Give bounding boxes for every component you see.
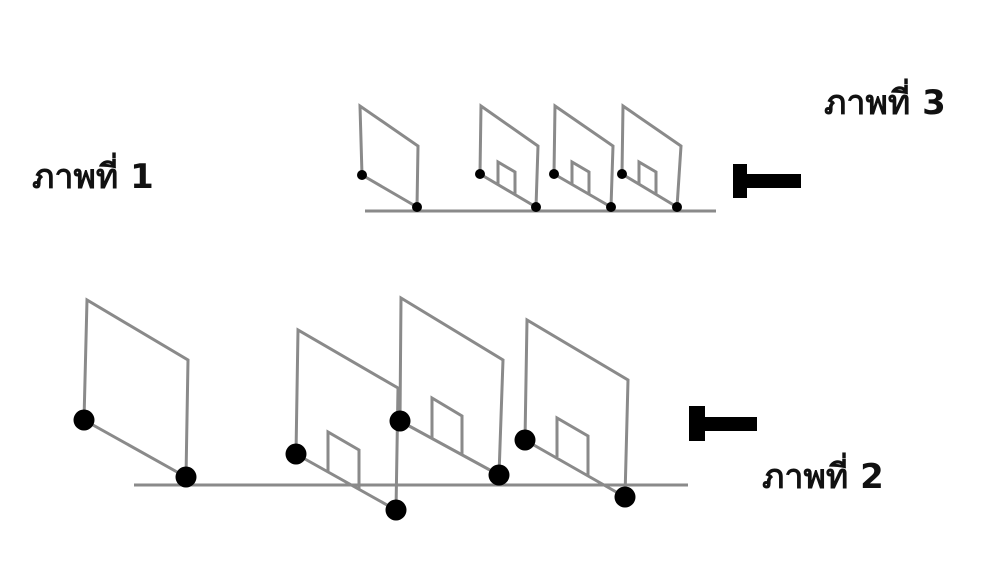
panel-bottom-dot bbox=[488, 464, 510, 486]
figure-2-t-marker-icon bbox=[689, 406, 757, 441]
panel-diagonal bbox=[621, 172, 678, 209]
panel-frame bbox=[82, 297, 190, 478]
panel-frame bbox=[294, 327, 400, 511]
panel-top-dot bbox=[389, 410, 411, 432]
panel-bottom-dot bbox=[412, 202, 422, 212]
figure-2-label: ภาพที่ 2 bbox=[762, 457, 884, 497]
panel-door bbox=[496, 159, 517, 195]
panel-diagonal bbox=[295, 452, 397, 512]
panel-bottom-dot bbox=[531, 202, 541, 212]
panel-frame bbox=[620, 103, 683, 208]
panel-door bbox=[430, 395, 464, 455]
bottom-row-drawing bbox=[73, 295, 757, 521]
figure-1-label: ภาพที่ 1 bbox=[32, 157, 154, 197]
panel-diagonal bbox=[553, 172, 612, 209]
panel-top-dot bbox=[285, 443, 307, 465]
top-panel-door-c bbox=[617, 103, 683, 212]
panel-frame bbox=[398, 295, 505, 476]
panel-frame bbox=[358, 103, 420, 208]
top-panel-door-b bbox=[549, 103, 616, 212]
panel-frame bbox=[478, 103, 540, 208]
panel-door bbox=[637, 159, 658, 195]
bottom-panel-plain bbox=[73, 297, 197, 488]
bottom-panel-door-a bbox=[285, 327, 407, 521]
panel-diagonal bbox=[83, 418, 187, 479]
panel-top-dot bbox=[617, 169, 627, 179]
panel-bottom-dot bbox=[606, 202, 616, 212]
figure-3-label: ภาพที่ 3 bbox=[824, 83, 946, 123]
panel-diagonal bbox=[524, 438, 626, 499]
panel-bottom-dot bbox=[175, 466, 197, 488]
panel-bottom-dot bbox=[614, 486, 636, 508]
panel-door bbox=[326, 429, 361, 489]
panel-door bbox=[555, 415, 590, 475]
panel-frame bbox=[552, 103, 615, 208]
panel-diagonal bbox=[479, 172, 537, 209]
panel-top-dot bbox=[73, 409, 95, 431]
bottom-panel-door-b bbox=[389, 295, 510, 486]
panel-door bbox=[570, 159, 591, 195]
panel-top-dot bbox=[549, 169, 559, 179]
panel-bottom-dot bbox=[385, 499, 407, 521]
panel-diagonal bbox=[399, 419, 500, 477]
panel-frame bbox=[523, 317, 630, 498]
top-panel-door-a bbox=[475, 103, 541, 212]
top-row-drawing bbox=[357, 103, 801, 213]
bottom-panel-door-c bbox=[514, 317, 636, 508]
panel-top-dot bbox=[514, 429, 536, 451]
panel-bottom-dot bbox=[672, 202, 682, 212]
panel-diagonal bbox=[361, 173, 418, 209]
panel-top-dot bbox=[475, 169, 485, 179]
panel-top-dot bbox=[357, 170, 367, 180]
top-panel-plain bbox=[357, 103, 422, 212]
figure-3-t-marker-icon bbox=[733, 164, 801, 198]
